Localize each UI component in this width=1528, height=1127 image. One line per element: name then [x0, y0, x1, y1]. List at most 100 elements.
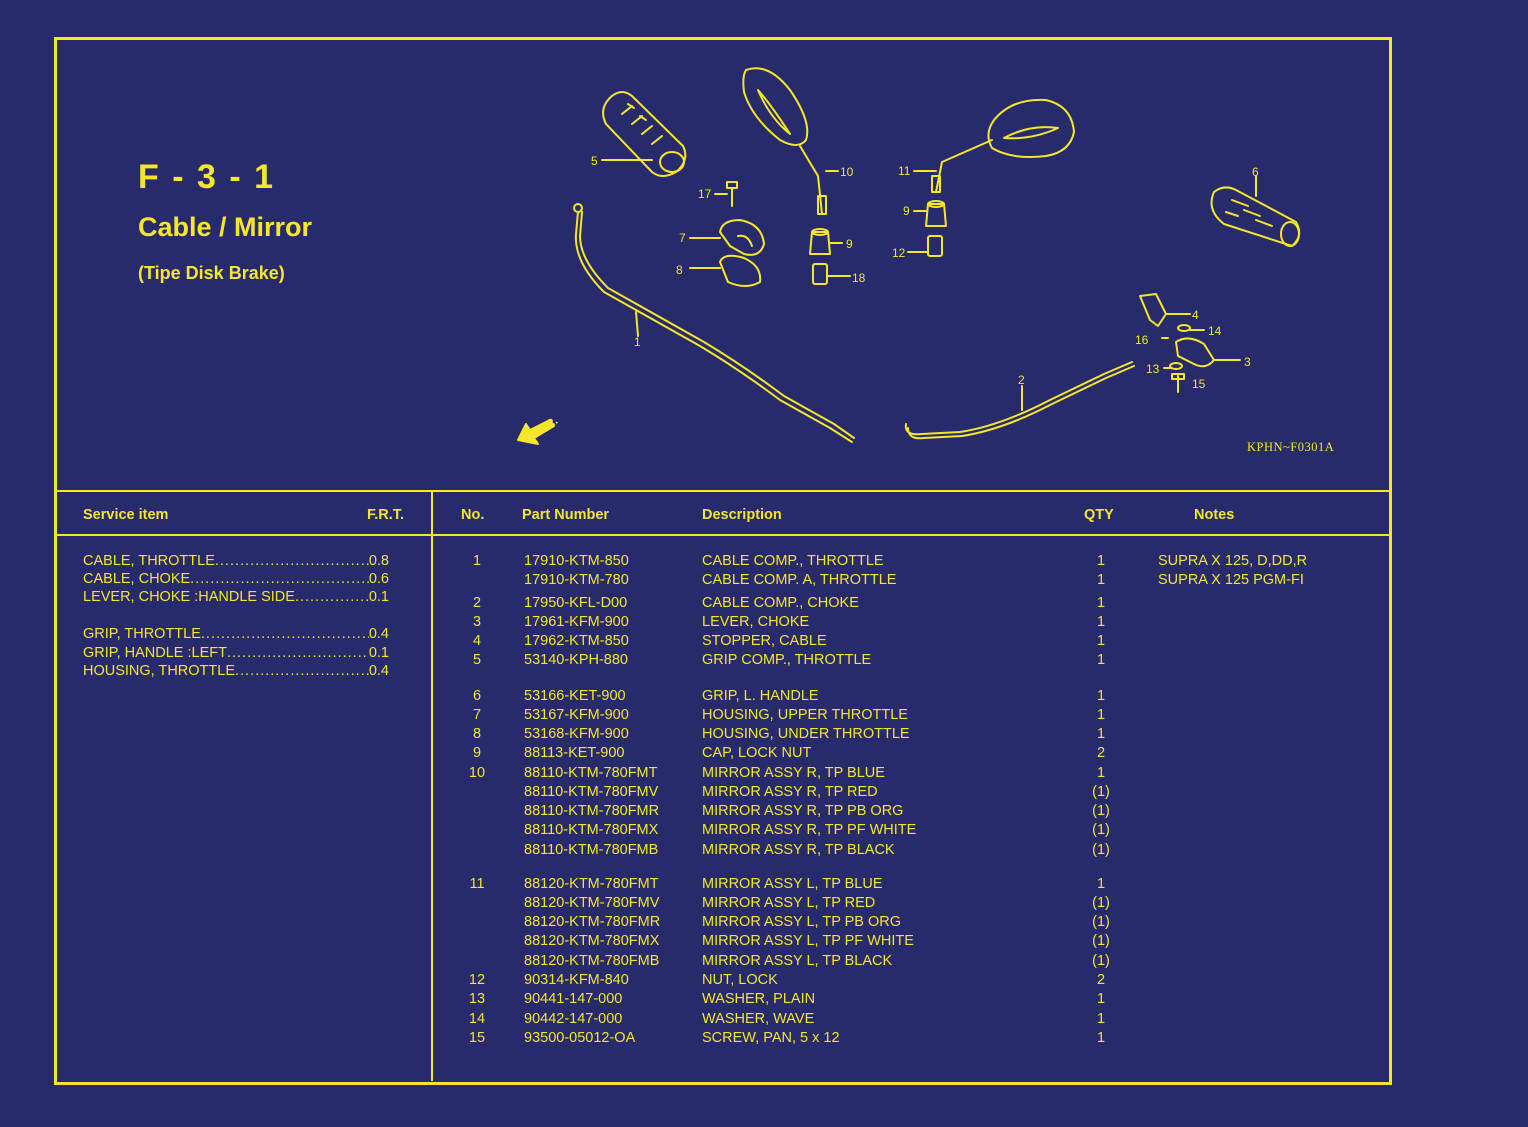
service-item-header: Service item — [83, 507, 169, 523]
part-quantity: (1) — [1092, 933, 1110, 949]
part-quantity: 1 — [1096, 991, 1106, 1007]
callout-8: 8 — [676, 263, 683, 277]
item-number: 12 — [468, 972, 486, 988]
item-number: 10 — [468, 765, 486, 781]
part-number: 53166-KET-900 — [524, 688, 626, 704]
callout-18: 18 — [852, 271, 866, 285]
left-mirror-icon — [913, 98, 1075, 193]
item-number: 3 — [472, 614, 482, 630]
part-quantity: 1 — [1096, 572, 1106, 588]
part-description: HOUSING, UPPER THROTTLE — [702, 707, 908, 723]
part-quantity: 1 — [1096, 726, 1106, 742]
section-title: Cable / Mirror — [138, 212, 313, 242]
part-number: 17950-KFL-D00 — [524, 595, 628, 611]
service-row: GRIP, THROTTLE0.4 — [83, 626, 389, 643]
part-number: 53168-KFM-900 — [524, 726, 629, 742]
screw-icon — [714, 181, 738, 207]
part-number: 17910-KTM-780 — [524, 572, 629, 588]
callout-9b: 9 — [903, 204, 910, 218]
callout-13: 13 — [1146, 362, 1160, 376]
service-row: HOUSING, THROTTLE0.4 — [83, 663, 389, 680]
part-number-header: Part Number — [522, 507, 610, 523]
part-quantity: 1 — [1096, 876, 1106, 892]
part-quantity: (1) — [1092, 822, 1110, 838]
part-quantity: 1 — [1096, 1030, 1106, 1046]
part-number: 88120-KTM-780FMR — [524, 914, 661, 930]
part-number: 90314-KFM-840 — [524, 972, 629, 988]
lock-nut-cap-icon — [809, 200, 947, 285]
part-number: 88110-KTM-780FMT — [524, 765, 658, 781]
throttle-housing-icon — [689, 219, 765, 287]
callout-17: 17 — [698, 187, 712, 201]
item-number: 1 — [472, 553, 482, 569]
item-number: 7 — [472, 707, 482, 723]
part-number: 17910-KTM-850 — [524, 553, 629, 569]
header-divider — [57, 534, 1389, 536]
section-subtitle: (Tipe Disk Brake) — [138, 263, 285, 283]
part-quantity: (1) — [1092, 895, 1110, 911]
callout-10: 10 — [840, 165, 854, 179]
callout-6: 6 — [1252, 165, 1259, 179]
part-quantity: 1 — [1096, 595, 1106, 611]
part-note: SUPRA X 125, D,DD,R — [1158, 553, 1308, 569]
part-quantity: 1 — [1096, 652, 1106, 668]
part-number: 88120-KTM-780FMT — [524, 876, 659, 892]
part-quantity: 1 — [1096, 707, 1106, 723]
service-row: CABLE, THROTTLE0.8 — [83, 553, 389, 570]
part-number: 88120-KTM-780FMV — [524, 895, 660, 911]
drawing-code: KPHN~F0301A — [1247, 440, 1335, 454]
choke-cable-icon — [904, 361, 1135, 440]
callout-12: 12 — [892, 246, 906, 260]
part-quantity: 1 — [1096, 614, 1106, 630]
item-number: 6 — [472, 688, 482, 704]
throttle-cable-icon — [573, 203, 855, 443]
part-number: 53167-KFM-900 — [524, 707, 629, 723]
part-description: MIRROR ASSY L, TP PF WHITE — [702, 933, 914, 949]
part-number: 88110-KTM-780FMB — [524, 842, 659, 858]
part-quantity: 1 — [1096, 688, 1106, 704]
front-label: FR. — [539, 415, 560, 434]
frt-header: F.R.T. — [367, 507, 405, 523]
part-quantity: (1) — [1092, 914, 1110, 930]
part-quantity: 2 — [1096, 972, 1106, 988]
choke-lever-icon — [1139, 293, 1241, 393]
service-row: GRIP, HANDLE :LEFT0.1 — [83, 645, 389, 662]
notes-header: Notes — [1194, 507, 1235, 523]
part-description: GRIP, L. HANDLE — [702, 688, 819, 704]
front-arrow-icon — [517, 419, 555, 445]
callout-11: 11 — [898, 164, 911, 178]
part-description: STOPPER, CABLE — [702, 633, 827, 649]
item-number: 4 — [472, 633, 482, 649]
callout-2: 2 — [1018, 373, 1025, 387]
part-quantity: 1 — [1096, 765, 1106, 781]
throttle-grip-icon — [601, 91, 687, 177]
part-description: MIRROR ASSY R, TP BLUE — [702, 765, 885, 781]
callout-14: 14 — [1208, 324, 1222, 338]
part-description: MIRROR ASSY R, TP PF WHITE — [702, 822, 917, 838]
column-divider — [431, 492, 433, 1081]
item-number: 15 — [468, 1030, 486, 1046]
part-description: SCREW, PAN, 5 x 12 — [702, 1030, 840, 1046]
part-number: 90441-147-000 — [524, 991, 623, 1007]
parts-sheet-frame — [54, 37, 1392, 1085]
no-header: No. — [461, 507, 485, 523]
diagram-callouts: 1 2 3 4 5 6 7 8 9 9 10 11 12 13 14 15 16… — [539, 154, 1259, 434]
diagram-divider — [57, 490, 1389, 492]
section-code: F - 3 - 1 — [138, 158, 276, 196]
item-number: 8 — [472, 726, 482, 742]
part-number: 88110-KTM-780FMV — [524, 784, 659, 800]
left-grip-icon — [1210, 175, 1301, 247]
part-quantity: 1 — [1096, 1011, 1106, 1027]
item-number: 5 — [472, 652, 482, 668]
part-number: 17962-KTM-850 — [524, 633, 629, 649]
part-quantity: (1) — [1092, 784, 1110, 800]
part-description: CAP, LOCK NUT — [702, 745, 812, 761]
callout-3: 3 — [1244, 355, 1251, 369]
part-description: MIRROR ASSY R, TP PB ORG — [702, 803, 904, 819]
callout-16: 16 — [1135, 333, 1149, 347]
callout-15: 15 — [1192, 377, 1206, 391]
part-quantity: 1 — [1096, 553, 1106, 569]
part-description: MIRROR ASSY R, TP BLACK — [702, 842, 895, 858]
description-header: Description — [702, 507, 782, 523]
part-description: GRIP COMP., THROTTLE — [702, 652, 872, 668]
